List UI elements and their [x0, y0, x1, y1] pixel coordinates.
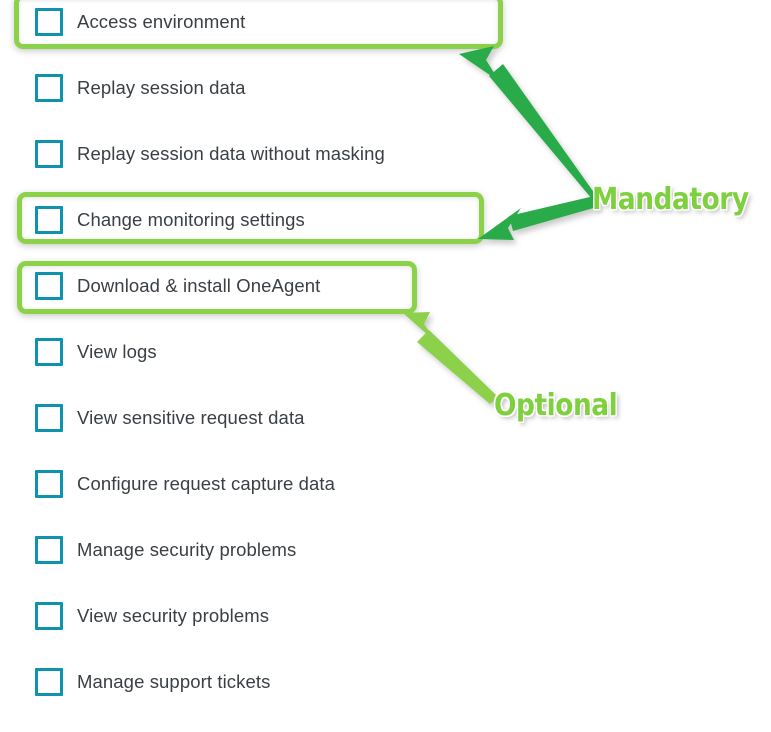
permission-label: Manage support tickets [77, 671, 271, 692]
permission-label: View logs [77, 341, 157, 362]
checkbox-replay-session-data-without-masking[interactable] [35, 140, 63, 168]
checkbox-change-monitoring-settings[interactable] [35, 206, 63, 234]
permission-row[interactable]: Manage support tickets [0, 668, 270, 696]
checkbox-replay-session-data[interactable] [35, 74, 63, 102]
permission-label: Manage security problems [77, 539, 297, 560]
permission-row[interactable]: View logs [0, 338, 157, 366]
permission-label: Configure request capture data [77, 473, 336, 494]
permission-row[interactable]: Configure request capture data [0, 470, 335, 498]
permission-row[interactable]: View sensitive request data [0, 404, 305, 432]
checkbox-download-install-oneagent[interactable] [35, 272, 63, 300]
permission-label: Change monitoring settings [77, 209, 305, 230]
permission-row[interactable]: View security problems [0, 602, 269, 630]
permission-label: Access environment [77, 11, 246, 32]
checkbox-configure-request-capture-data[interactable] [35, 470, 63, 498]
checkbox-view-logs[interactable] [35, 338, 63, 366]
checkbox-access-environment[interactable] [35, 8, 63, 36]
checkbox-manage-support-tickets[interactable] [35, 668, 63, 696]
permission-row[interactable]: Replay session data without masking [0, 140, 385, 168]
permission-row[interactable]: Download & install OneAgent [0, 272, 320, 300]
permission-label: View security problems [77, 605, 270, 626]
permission-row[interactable]: Replay session data [0, 74, 246, 102]
permission-row[interactable]: Change monitoring settings [0, 206, 305, 234]
permission-row[interactable]: Manage security problems [0, 536, 296, 564]
checkbox-view-sensitive-request-data[interactable] [35, 404, 63, 432]
permission-row[interactable]: Access environment [0, 8, 245, 36]
annotation-label-mandatory: Mandatory [592, 182, 749, 217]
permission-label: Replay session data [77, 77, 246, 98]
checkbox-view-security-problems[interactable] [35, 602, 63, 630]
permission-label: Download & install OneAgent [77, 275, 321, 296]
permission-label: Replay session data without masking [77, 143, 385, 164]
permission-label: View sensitive request data [77, 407, 305, 428]
checkbox-manage-security-problems[interactable] [35, 536, 63, 564]
annotation-label-optional: Optional [494, 388, 618, 423]
